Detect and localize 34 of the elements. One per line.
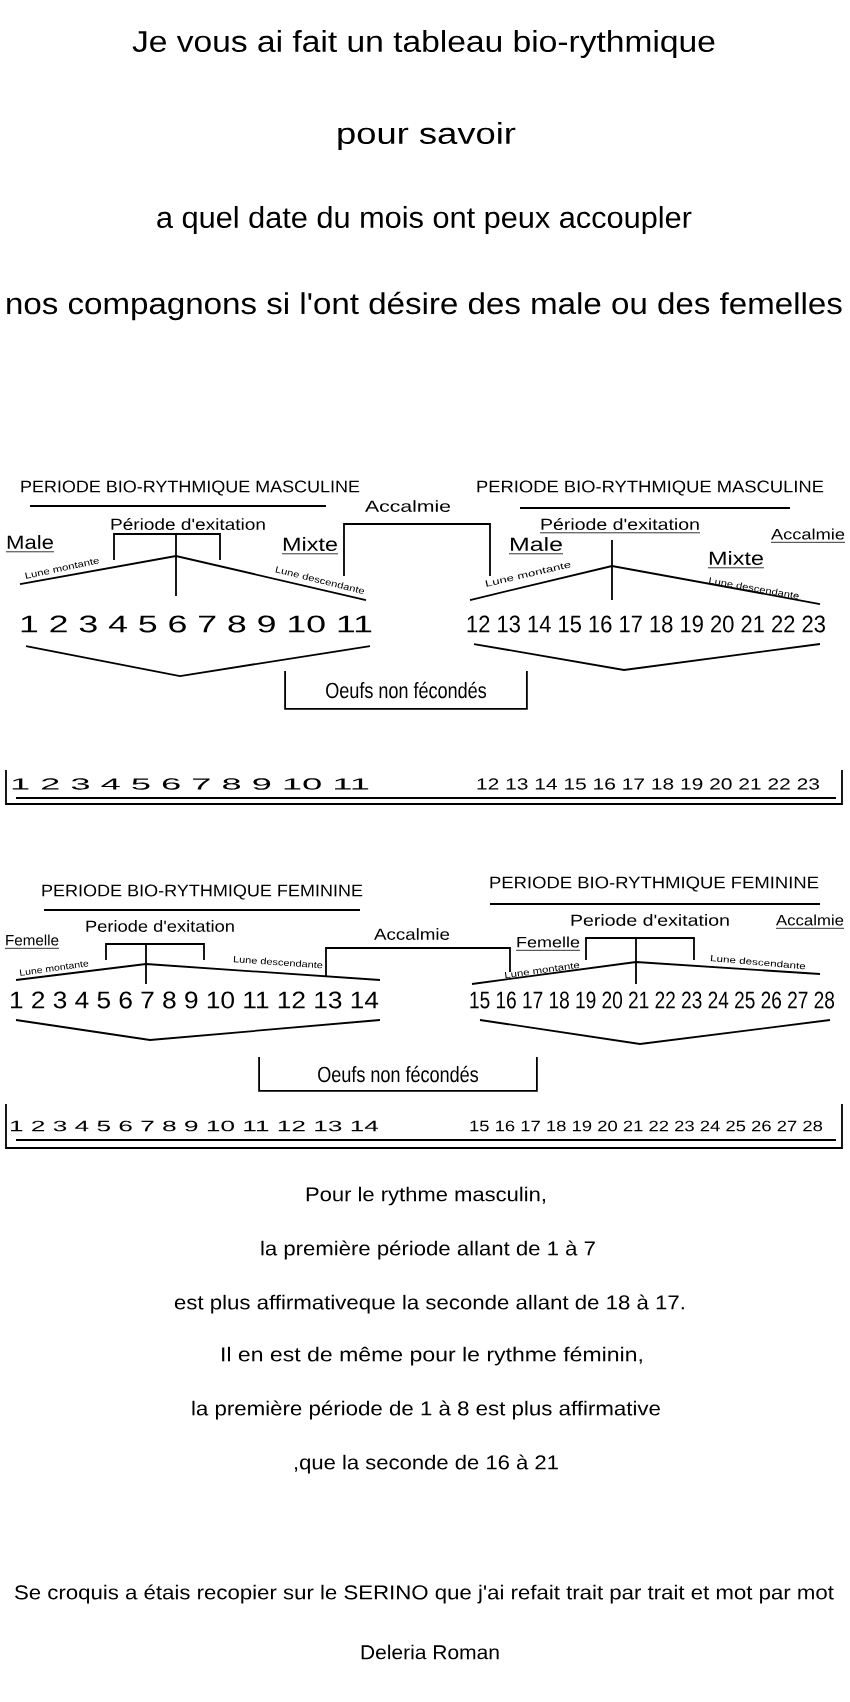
note-line: Pour le rythme masculin,	[306, 1186, 545, 1206]
day-numbers: 1 2 3 4 5 6 7 8 9 10 11	[21, 615, 372, 633]
signature: Deleria Roman	[361, 1644, 499, 1660]
day-scale: 12 13 14 15 16 17 18 19 20 21 22 23	[477, 778, 819, 790]
day-numbers: 1 2 3 4 5 6 7 8 9 10 11 12 13 14	[11, 991, 379, 1009]
phase-label: Accalmie	[374, 928, 450, 940]
heading-line: Je vous ai fait un tableau bio-rythmique	[132, 30, 715, 58]
note-line: la première période de 1 à 8 est plus affirmative	[192, 1400, 660, 1420]
period-heading: PERIODE BIO-RYTHMIQUE MASCULINE	[21, 480, 360, 496]
phase-label: Mixte	[707, 551, 765, 569]
phase-label: Mixte	[281, 537, 339, 555]
heading-line: nos compagnons si l'ont désire des male ou des femelles	[7, 291, 842, 321]
phase-label: Periode d'exitation	[571, 914, 729, 926]
phase-label: Male	[5, 535, 55, 553]
note-line: la première période allant de 1 à 7	[261, 1240, 595, 1260]
bracket-box: Oeufs non fécondés	[284, 670, 528, 710]
phase-label: Accalmie	[365, 500, 451, 512]
heading-line: pour savoir	[338, 122, 516, 150]
period-heading: PERIODE BIO-RYTHMIQUE FEMININE	[42, 884, 363, 900]
note-line: est plus affirmativeque la seconde allant de 18 à 17.	[174, 1294, 684, 1314]
note-line: Se croquis a étais recopier sur le SERINO que j'ai refait trait par trait et mot par mot	[15, 1584, 834, 1604]
heading-line: a quel date du mois ont peux accoupler	[157, 206, 692, 234]
period-heading: PERIODE BIO-RYTHMIQUE FEMININE	[490, 876, 819, 892]
day-numbers: 12 13 14 15 16 17 18 19 20 21 22 23	[467, 615, 825, 633]
note-line: ,que la seconde de 16 à 21	[294, 1454, 558, 1474]
phase-label: Periode d'exitation	[86, 920, 234, 932]
bracket-box: Oeufs non fécondés	[258, 1056, 538, 1092]
phase-label: Période d'exitation	[111, 518, 265, 530]
day-scale: 1 2 3 4 5 6 7 8 9 10 11	[12, 778, 369, 790]
day-numbers: 15 16 17 18 19 20 21 22 23 24 25 26 27 28	[470, 991, 835, 1009]
period-heading: PERIODE BIO-RYTHMIQUE MASCULINE	[477, 480, 824, 496]
phase-label: Male	[508, 537, 564, 555]
note-line: Il en est de même pour le rythme féminin,	[222, 1346, 642, 1366]
phase-label: Période d'exitation	[539, 518, 701, 534]
